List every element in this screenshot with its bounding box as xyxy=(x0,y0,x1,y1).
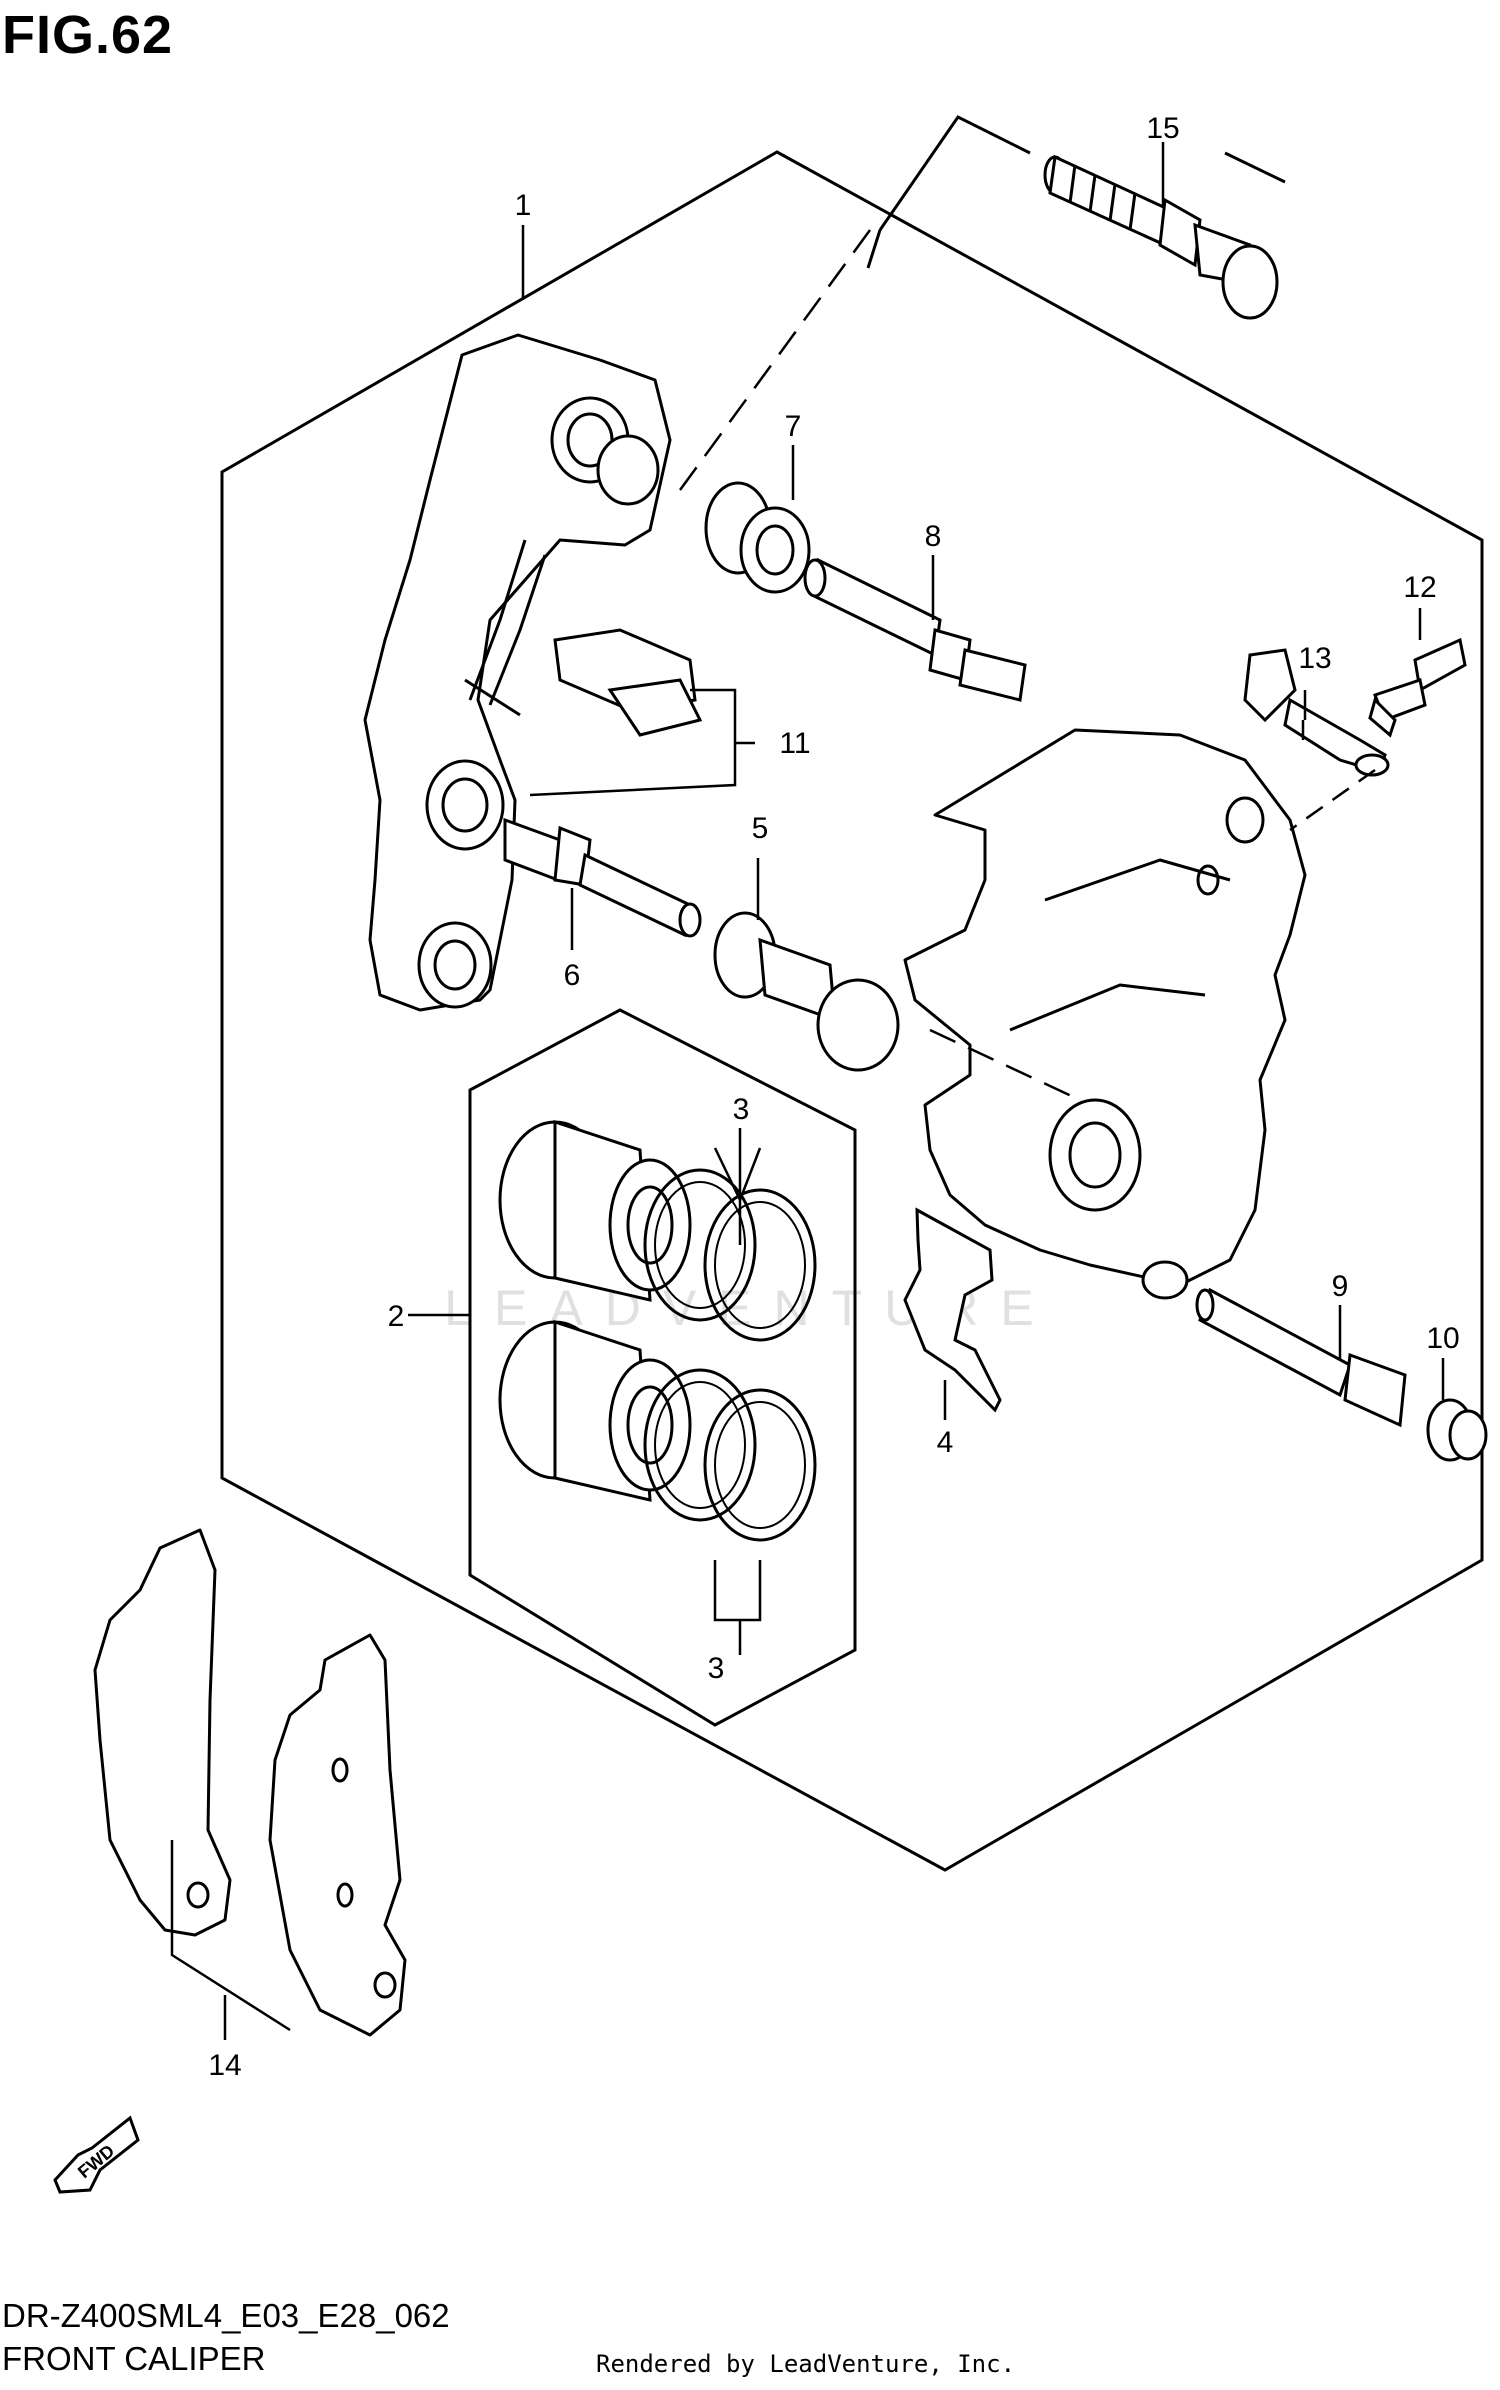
hanger-pin xyxy=(1195,1287,1407,1428)
render-credit: Rendered by LeadVenture, Inc. xyxy=(596,2350,1016,2378)
caliper-bracket xyxy=(363,333,672,1012)
figure-title: FIG.62 xyxy=(2,5,174,65)
callout-3a: 3 xyxy=(733,1093,750,1126)
callout-numbers: 1 2 3 3 4 5 6 7 8 9 10 11 12 13 14 15 xyxy=(208,112,1459,2082)
callout-9: 9 xyxy=(1332,1270,1349,1303)
bleeder-screw xyxy=(1368,637,1467,738)
callout-8: 8 xyxy=(925,520,942,553)
piston-box xyxy=(468,1008,857,1727)
piston-upper xyxy=(498,1119,692,1302)
forward-arrow: FWD xyxy=(53,2115,140,2194)
leader-lines xyxy=(170,142,1445,2040)
callout-11: 11 xyxy=(779,727,810,760)
dust-seal-2 xyxy=(703,1388,817,1542)
slide-pin-6 xyxy=(503,817,702,938)
callout-10: 10 xyxy=(1426,1322,1459,1355)
model-code: DR-Z400SML4_E03_E28_062 xyxy=(2,2297,450,2334)
callout-12: 12 xyxy=(1403,571,1436,604)
bleeder-cap xyxy=(1243,648,1390,777)
pad-spring xyxy=(553,628,703,737)
brake-pad-outer xyxy=(93,1528,232,1937)
callout-6: 6 xyxy=(564,959,581,992)
assembly-outline xyxy=(220,115,1484,1872)
callout-15: 15 xyxy=(1146,112,1179,145)
piston-lower xyxy=(498,1319,692,1502)
brake-pad-inner xyxy=(268,1633,407,2037)
callout-3b: 3 xyxy=(708,1652,725,1685)
boot-7 xyxy=(704,481,811,594)
diagram-title: FRONT CALIPER xyxy=(2,2340,266,2377)
callout-13: 13 xyxy=(1298,642,1331,675)
callout-14: 14 xyxy=(208,2049,241,2082)
pad-retainer xyxy=(903,1207,1002,1413)
callout-7: 7 xyxy=(785,410,802,443)
boot-5 xyxy=(713,911,900,1072)
callout-5: 5 xyxy=(752,812,769,845)
hanger-pin-plug xyxy=(1426,1398,1488,1462)
callout-4: 4 xyxy=(937,1426,954,1459)
mounting-bolt xyxy=(1043,154,1279,320)
slide-pin-8 xyxy=(803,557,1027,702)
caliper-body xyxy=(903,728,1307,1300)
callout-1: 1 xyxy=(515,189,532,222)
callout-2: 2 xyxy=(388,1300,405,1333)
